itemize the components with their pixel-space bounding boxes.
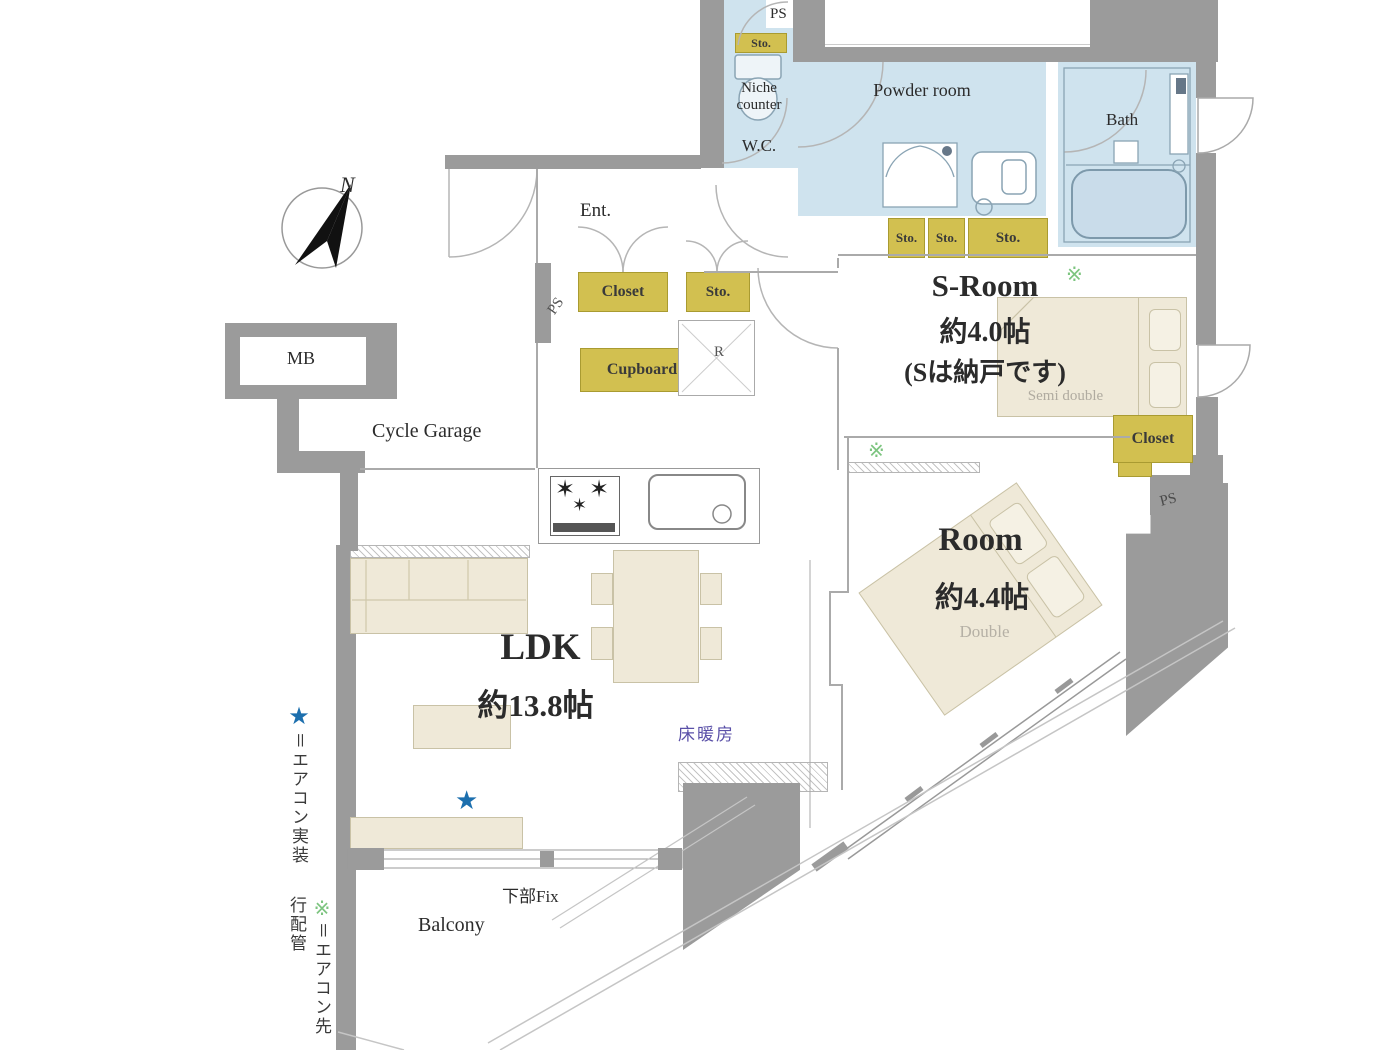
refrigerator-x: [681, 323, 752, 393]
wall: [340, 451, 358, 551]
aircon-note-room: ※: [868, 440, 885, 462]
cupboard-label: Cupboard: [606, 361, 678, 378]
hatch-strip: [350, 545, 530, 558]
legend-note-text: ＝エアコン先行配管: [287, 896, 331, 1036]
pillow: [1149, 309, 1181, 351]
sto-label: Sto.: [751, 35, 771, 50]
wall: [445, 155, 701, 169]
window-jamb: [658, 848, 682, 870]
compass-north-icon: [281, 184, 363, 269]
north-label: N: [340, 172, 355, 197]
asterisk-icon: ※: [310, 896, 332, 922]
aircon-star-ldk: ★: [455, 786, 479, 815]
closet-label: Closet: [1131, 430, 1175, 447]
mb-label: MB: [287, 348, 316, 368]
stove: ✶ ✶ ✶: [550, 476, 620, 536]
burner-icon: ✶: [589, 477, 610, 503]
wall-left-bar: [336, 545, 356, 1050]
exterior-door-pies: [1197, 97, 1254, 398]
window-jamb: [348, 848, 384, 870]
bathtub-icon: [1063, 67, 1191, 243]
mb-inner: [240, 337, 366, 385]
legend-star-text: ＝エアコン実装: [289, 732, 308, 865]
wall: [1090, 0, 1218, 62]
wall: [820, 47, 1113, 62]
lower-fix-label: 下部Fix: [502, 887, 559, 906]
bath-label: Bath: [1106, 110, 1139, 129]
burner-icon: ✶: [555, 477, 576, 503]
exterior-corridor: [823, 0, 1113, 45]
chair: [700, 573, 722, 605]
s-room-size: 約4.0帖: [939, 317, 1031, 348]
cycle-garage-label: Cycle Garage: [372, 420, 482, 442]
bed-line: [1138, 298, 1139, 416]
stove-grill: [553, 523, 615, 532]
sto-label: Sto.: [705, 283, 731, 300]
sto-label: Sto.: [995, 229, 1021, 246]
dining-table: [613, 550, 699, 683]
window-jamb: [540, 851, 554, 867]
storage-sto-c: Sto.: [968, 218, 1048, 258]
niche-top-strip: [722, 0, 766, 30]
chair: [591, 627, 613, 660]
legend-aircon-installed: ★＝エアコン実装: [284, 702, 312, 892]
storage-sto-a: Sto.: [888, 218, 925, 258]
chair: [591, 573, 613, 605]
double-label: Double: [959, 622, 1010, 641]
powder-room-label: Powder room: [873, 80, 971, 100]
sofa: [350, 558, 528, 634]
star-icon: ★: [285, 702, 311, 732]
low-table: [413, 705, 511, 749]
sto-label: Sto.: [935, 230, 958, 245]
s-room-note: (Sは納戸です): [904, 358, 1066, 387]
wall-ps-hall: [535, 263, 551, 343]
wall: [700, 0, 724, 168]
wall: [1196, 153, 1216, 345]
kitchen-sink: [648, 474, 746, 530]
sofa-lines: [352, 560, 526, 632]
storage-closet-right-step: [1118, 462, 1152, 477]
wall: [1196, 397, 1218, 455]
partitions: [360, 169, 1196, 828]
wc-label: W.C.: [741, 136, 777, 155]
floor-heating-label: 床暖房: [678, 725, 735, 744]
tv-board: [350, 817, 523, 849]
burner-icon: ✶: [572, 495, 588, 515]
balcony-label: Balcony: [418, 914, 485, 936]
room-size: 約4.4帖: [934, 582, 1030, 614]
entrance-label: Ent.: [580, 200, 612, 221]
closet-label: Closet: [601, 283, 645, 300]
s-room-name: S-Room: [931, 268, 1039, 303]
door-arcs: [448, 1, 1147, 349]
wall: [1196, 55, 1216, 98]
chair: [700, 627, 722, 660]
wall: [793, 0, 825, 62]
bed-fold-line: [996, 296, 1035, 335]
balcony-railing: [337, 620, 1236, 1050]
ldk-size: 約13.8帖: [477, 688, 594, 723]
storage-closet-hall: Closet: [578, 272, 668, 312]
vanity-icon: [971, 151, 1037, 216]
washer-icon: [882, 142, 958, 208]
storage-sto-b: Sto.: [928, 218, 965, 258]
room-diagonal-window: [811, 651, 1127, 872]
ldk-name: LDK: [500, 627, 581, 668]
aircon-note-sroom: ※: [1066, 264, 1083, 286]
sto-label: Sto.: [895, 230, 918, 245]
sink-drain: [712, 504, 732, 524]
legend-aircon-planned: ※＝エアコン先行配管: [284, 896, 334, 1050]
room-name: Room: [938, 522, 1023, 558]
ps-label-top: PS: [770, 6, 787, 22]
semi-double-label: Semi double: [1027, 388, 1104, 404]
toilet-icon: [734, 54, 782, 121]
storage-sto: Sto.: [735, 33, 787, 53]
pillow: [1149, 362, 1181, 408]
refrigerator-label: R: [714, 344, 725, 360]
niche-counter-label: Niche counter: [736, 80, 782, 114]
storage-closet-right: Closet: [1113, 415, 1193, 463]
semi-double-bed: [997, 297, 1187, 417]
ldk-window: [347, 849, 683, 869]
